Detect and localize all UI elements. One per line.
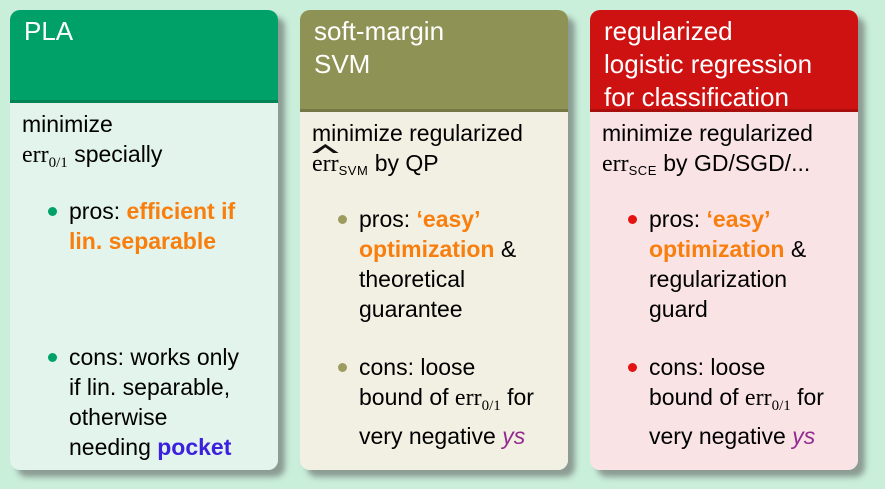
card-pla-title: PLA [10, 10, 278, 103]
bullet-dot-icon [628, 363, 637, 372]
logreg-minimize-statement: minimize regularized errSCE by GD/SGD/..… [602, 118, 848, 186]
card-soft-margin-svm: soft-margin SVM minimize regularized err… [300, 10, 568, 470]
pla-minimize-statement: minimize err0/1 specially [22, 109, 268, 178]
svm-pros-item: pros: ‘easy’ optimization & theoretical … [312, 204, 558, 324]
svm-intro-line-2: errSVM by QP [312, 144, 558, 186]
err-hat-notation: err [312, 144, 339, 179]
cons-label: cons: loose bound of [649, 354, 766, 410]
pla-pros-highlight: efficient if lin. separable [69, 198, 236, 254]
pla-pros-text: pros: efficient if lin. separable [69, 196, 235, 256]
svm-intro-line-1: minimize regularized [312, 120, 523, 146]
logreg-pros-highlight: ‘easy’ optimization [649, 206, 785, 262]
svm-cons-item: cons: loose bound of err0/1 for very neg… [312, 352, 558, 451]
err-subscript-sce: SCE [628, 163, 657, 178]
logreg-cons-ys: ys [792, 423, 816, 449]
err-subscript-01: 0/1 [771, 398, 791, 414]
card-pla-body: minimize err0/1 specially pros: efficien… [10, 103, 278, 470]
card-regularized-logistic-regression: regularized logistic regression for clas… [590, 10, 858, 470]
cons-label: cons: works only if lin. separable, othe… [69, 344, 240, 460]
logreg-cons-mid: for very negative [649, 384, 824, 449]
svm-cons-text: cons: loose bound of err0/1 for very neg… [359, 352, 534, 451]
svm-cons-mid: for very negative [359, 384, 534, 449]
svm-pros-highlight: ‘easy’ optimization [359, 206, 495, 262]
pla-pros-item: pros: efficient if lin. separable [22, 196, 268, 256]
bullet-dot-icon [48, 353, 57, 362]
card-pla: PLA minimize err0/1 specially pros: effi… [10, 10, 278, 470]
bullet-dot-icon [628, 215, 637, 224]
pros-label: pros: [359, 206, 417, 232]
err-subscript-svm: SVM [338, 163, 369, 178]
pla-intro-rest: specially [74, 141, 163, 167]
err-subscript-01: 0/1 [48, 155, 68, 171]
svm-intro-rest: by QP [374, 150, 439, 176]
logreg-cons-text: cons: loose bound of err0/1 for very neg… [649, 352, 824, 451]
pros-label: pros: [69, 198, 127, 224]
err-notation: err [602, 151, 629, 177]
pla-cons-text: cons: works only if lin. separable, othe… [69, 342, 239, 462]
bullet-dot-icon [338, 363, 347, 372]
err-notation: err [744, 385, 772, 411]
logreg-pros-text: pros: ‘easy’ optimization & regularizati… [649, 204, 806, 324]
card-logreg-title: regularized logistic regression for clas… [590, 10, 858, 112]
card-svm-body: minimize regularized errSVM by QP pros: … [300, 112, 568, 470]
pla-cons-item: cons: works only if lin. separable, othe… [22, 342, 268, 462]
card-svm-title: soft-margin SVM [300, 10, 568, 112]
pla-cons-highlight-pocket: pocket [157, 434, 232, 460]
logreg-pros-rest: & regularization guard [649, 236, 807, 322]
err-notation: err [312, 151, 339, 177]
cons-label: cons: loose bound of [359, 354, 476, 410]
logreg-cons-item: cons: loose bound of err0/1 for very neg… [602, 352, 848, 451]
bullet-dot-icon [338, 215, 347, 224]
logreg-intro-rest: by GD/SGD/... [663, 150, 811, 176]
logreg-intro-line-1: minimize regularized [602, 120, 813, 146]
svm-pros-text: pros: ‘easy’ optimization & theoretical … [359, 204, 516, 324]
logreg-intro-line-2: errSCE by GD/SGD/... [602, 148, 848, 186]
card-logreg-body: minimize regularized errSCE by GD/SGD/..… [590, 112, 858, 470]
err-notation: err [22, 142, 49, 168]
err-notation: err [454, 385, 482, 411]
err-subscript-01: 0/1 [481, 398, 501, 414]
svm-minimize-statement: minimize regularized errSVM by QP [312, 118, 558, 186]
svm-cons-ys: ys [502, 423, 526, 449]
svm-pros-rest: & theoretical guarantee [359, 236, 517, 322]
pros-label: pros: [649, 206, 707, 232]
pla-intro-line-2: err0/1 specially [22, 139, 268, 178]
bullet-dot-icon [48, 207, 57, 216]
pla-intro-line-1: minimize [22, 111, 113, 137]
logreg-pros-item: pros: ‘easy’ optimization & regularizati… [602, 204, 848, 324]
